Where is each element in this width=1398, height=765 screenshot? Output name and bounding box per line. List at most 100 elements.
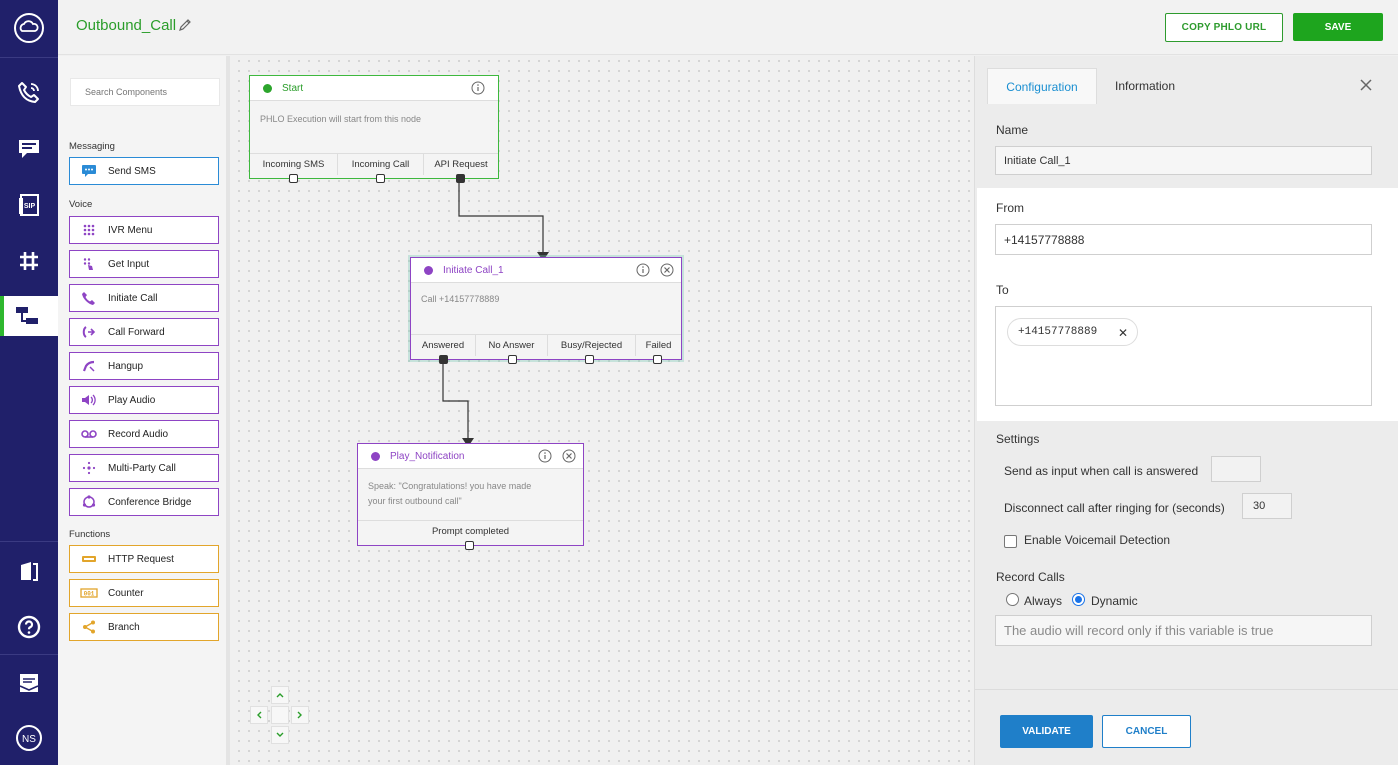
port-answered[interactable]: Answered <box>411 335 476 356</box>
nav-help[interactable] <box>0 599 58 655</box>
tab-information[interactable]: Information <box>1115 79 1176 93</box>
component-call-forward[interactable]: Call Forward <box>69 318 219 346</box>
info-icon[interactable] <box>538 449 552 463</box>
flow-canvas[interactable]: Start PHLO Execution will start from thi… <box>234 56 974 765</box>
remove-tag-icon[interactable]: ✕ <box>1117 327 1128 341</box>
output-handle[interactable] <box>653 355 662 364</box>
http-icon <box>82 556 96 562</box>
close-icon[interactable] <box>1360 78 1372 96</box>
nav-messaging[interactable] <box>0 121 58 177</box>
port-no-answer[interactable]: No Answer <box>476 335 548 356</box>
record-dynamic-label: Dynamic <box>1091 594 1138 608</box>
from-input[interactable]: +14157778888 <box>995 224 1372 255</box>
output-handle[interactable] <box>465 541 474 550</box>
nav-numbers[interactable] <box>0 233 58 289</box>
port-busy-rejected[interactable]: Busy/Rejected <box>548 335 636 356</box>
component-initiate-call[interactable]: Initiate Call <box>69 284 219 312</box>
call-forward-icon <box>82 326 96 338</box>
pan-left-button[interactable] <box>250 706 268 724</box>
record-variable-input[interactable]: The audio will record only if this varia… <box>995 615 1372 646</box>
node-play-notification[interactable]: Play_Notification Speak: "Congratulation… <box>357 443 584 550</box>
nav-phlo[interactable] <box>0 296 58 336</box>
component-send-sms[interactable]: Send SMS <box>69 157 219 185</box>
component-label: Multi-Party Call <box>108 462 176 474</box>
component-record-audio[interactable]: Record Audio <box>69 420 219 448</box>
nav-support[interactable] <box>0 655 58 711</box>
component-http-request[interactable]: HTTP Request <box>69 545 219 573</box>
remove-node-icon[interactable] <box>562 449 576 463</box>
pan-up-button[interactable] <box>271 686 289 704</box>
save-button[interactable]: SAVE <box>1293 13 1383 41</box>
output-handle[interactable] <box>508 355 517 364</box>
output-handle[interactable] <box>439 355 448 364</box>
pan-center[interactable] <box>271 706 289 724</box>
output-handle[interactable] <box>289 174 298 183</box>
component-ivr-menu[interactable]: IVR Menu <box>69 216 219 244</box>
wire-arrowhead <box>462 438 474 447</box>
port-label: Prompt completed <box>431 526 510 537</box>
port-label: No Answer <box>488 340 535 351</box>
component-label: IVR Menu <box>108 224 153 236</box>
flow-title: Outbound_Call <box>76 17 177 34</box>
component-label: Record Audio <box>108 428 169 440</box>
svg-text:NS: NS <box>22 734 36 745</box>
output-handle[interactable] <box>376 174 385 183</box>
pan-right-button[interactable] <box>291 706 309 724</box>
component-play-audio[interactable]: Play Audio <box>69 386 219 414</box>
validate-button[interactable]: VALIDATE <box>1000 715 1093 748</box>
record-always-radio[interactable] <box>1006 593 1019 606</box>
node-initiate-call[interactable]: Initiate Call_1 Call +14157778889 Answer… <box>410 257 682 364</box>
cancel-button[interactable]: CANCEL <box>1102 715 1191 748</box>
chevron-left-icon <box>257 711 262 719</box>
pencil-icon[interactable] <box>178 18 192 37</box>
node-ports: Incoming SMS Incoming Call API Request <box>250 153 498 175</box>
nav-docs[interactable] <box>0 543 58 599</box>
port-incoming-call[interactable]: Incoming Call <box>338 154 424 175</box>
speaker-icon <box>82 394 96 406</box>
node-header: Start <box>250 76 498 101</box>
component-conference-bridge[interactable]: Conference Bridge <box>69 488 219 516</box>
nav-sip[interactable]: SIP <box>0 177 58 233</box>
tab-configuration[interactable]: Configuration <box>987 68 1097 104</box>
name-input[interactable]: Initiate Call_1 <box>995 146 1372 175</box>
info-icon[interactable] <box>471 81 485 95</box>
info-icon[interactable] <box>636 263 650 277</box>
component-counter[interactable]: 001 Counter <box>69 579 219 607</box>
pan-down-button[interactable] <box>271 726 289 744</box>
multi-party-icon <box>82 461 96 475</box>
node-start[interactable]: Start PHLO Execution will start from thi… <box>249 75 499 183</box>
record-dynamic-radio[interactable] <box>1072 593 1085 606</box>
svg-text:SIP: SIP <box>24 203 36 210</box>
chevron-right-icon <box>297 711 302 719</box>
voicemail-checkbox[interactable] <box>1004 535 1017 548</box>
remove-node-icon[interactable] <box>660 263 674 277</box>
top-bar: Outbound_Call COPY PHLO URL SAVE <box>58 0 1398 55</box>
node-ports: Answered No Answer Busy/Rejected Failed <box>411 334 681 356</box>
status-dot <box>424 266 433 275</box>
component-hangup[interactable]: Hangup <box>69 352 219 380</box>
record-always-label: Always <box>1024 594 1063 608</box>
components-sidebar: Messaging Send SMS Voice IVR Menu Get In… <box>58 56 230 765</box>
output-handle[interactable] <box>456 174 465 183</box>
nav-logo[interactable] <box>0 0 58 56</box>
component-multi-party-call[interactable]: Multi-Party Call <box>69 454 219 482</box>
send-input-field[interactable] <box>1211 456 1261 482</box>
component-get-input[interactable]: Get Input <box>69 250 219 278</box>
component-label: Get Input <box>108 258 150 270</box>
component-label: Initiate Call <box>108 292 158 304</box>
nav-voice[interactable] <box>0 65 58 121</box>
search-components-input[interactable] <box>70 78 220 106</box>
component-label: HTTP Request <box>108 553 174 565</box>
disconnect-seconds-input[interactable]: 30 <box>1242 493 1292 519</box>
nav-account[interactable]: NS <box>0 710 58 765</box>
copy-phlo-url-button[interactable]: COPY PHLO URL <box>1165 13 1283 42</box>
conference-icon <box>82 495 96 508</box>
output-handle[interactable] <box>585 355 594 364</box>
port-incoming-sms[interactable]: Incoming SMS <box>250 154 338 175</box>
port-failed[interactable]: Failed <box>636 335 681 356</box>
port-api-request[interactable]: API Request <box>424 154 498 175</box>
node-header: Play_Notification <box>358 444 583 469</box>
component-branch[interactable]: Branch <box>69 613 219 641</box>
phone-icon <box>18 82 39 103</box>
port-prompt-completed[interactable]: Prompt completed <box>358 521 583 542</box>
